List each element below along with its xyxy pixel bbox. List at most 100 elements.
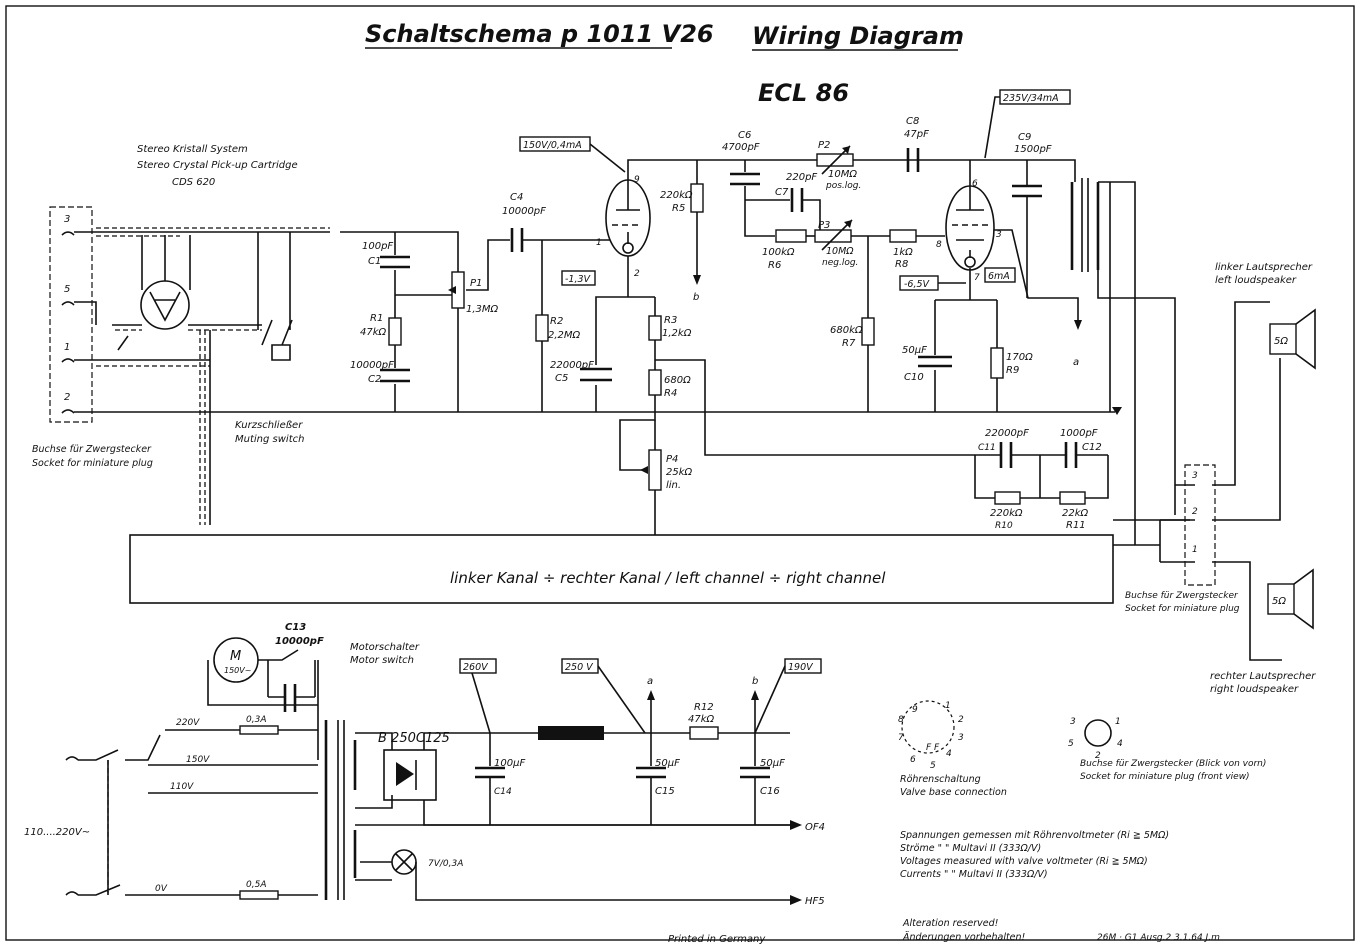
p1-value: 1,3MΩ — [466, 304, 499, 315]
diode-icon — [396, 762, 414, 786]
resistor-r8 — [889, 229, 917, 243]
wire-cathode — [595, 256, 655, 412]
r2-value: 2,2MΩ — [548, 330, 581, 341]
resistor-r11 — [1059, 491, 1086, 505]
wire-p1 — [340, 231, 459, 412]
socket-view-pin-1: 1 — [1115, 717, 1121, 727]
node-b-top: b — [693, 292, 699, 303]
cartridge-model: CDS 620 — [172, 177, 215, 188]
hf5-label: HF5 — [805, 896, 825, 907]
node-b-arrow-icon — [693, 275, 701, 285]
wire-input-5 — [74, 301, 97, 325]
right-speaker-icon — [1293, 568, 1314, 630]
c12-name: C12 — [1082, 442, 1102, 453]
cartridge-elements — [149, 291, 181, 322]
socket-view-pin-2: 2 — [1095, 751, 1101, 761]
fuse-2 — [239, 890, 279, 900]
c15-value: 50µF — [655, 758, 680, 769]
resistor-r2 — [535, 314, 549, 342]
triode-electrodes — [612, 180, 640, 244]
muting-label-en: Muting switch — [235, 434, 304, 445]
wire-transformer-taps — [148, 729, 318, 794]
wire-node-ab — [650, 698, 756, 733]
r2-name: R2 — [550, 316, 563, 327]
r3-name: R3 — [664, 315, 677, 326]
pointer-150v — [589, 143, 626, 173]
r6-name: R6 — [768, 260, 781, 271]
wire-motor — [207, 649, 319, 760]
resistor-r1 — [388, 317, 402, 346]
output-transformer-icon — [1070, 182, 1100, 270]
capacitor-c7 — [790, 188, 804, 212]
c4-value: 10000pF — [502, 206, 546, 217]
c8-value: 47pF — [904, 129, 929, 140]
r11-value: 22kΩ — [1062, 508, 1089, 519]
p1-name: P1 — [470, 278, 482, 289]
r11-name: R11 — [1066, 520, 1086, 531]
p3-arrow-icon — [844, 220, 852, 228]
pin-2: 2 — [634, 269, 640, 279]
r6-value: 100kΩ — [762, 247, 795, 258]
r9-name: R9 — [1006, 365, 1019, 376]
lamp-rating: 7V/0,3A — [428, 859, 463, 869]
output-socket-outline — [1184, 464, 1216, 586]
wire-transformer-secondary — [355, 732, 424, 881]
output-socket-label-de: Buchse für Zwergstecker — [1125, 591, 1239, 601]
voltage-250v: 250 V — [565, 662, 594, 673]
node-b-bottom: b — [752, 676, 758, 687]
motor-switch-label-en: Motor switch — [350, 655, 414, 666]
capacitor-c10 — [918, 355, 952, 368]
filter-choke — [538, 726, 604, 740]
current-box-6ma — [984, 267, 1016, 283]
potentiometer-p3 — [814, 229, 852, 243]
output-pin-2: 2 — [1192, 507, 1198, 517]
left-speaker-box — [1269, 323, 1297, 355]
pointer-235v — [984, 96, 1000, 159]
r10-name: R10 — [995, 521, 1013, 531]
left-speaker-ohm: 5Ω — [1274, 336, 1288, 347]
of4-arrow-icon — [790, 820, 802, 830]
socket-view-pin-3: 3 — [1070, 717, 1076, 727]
pointer-190v — [754, 665, 786, 734]
c2-name: C2 — [368, 374, 381, 385]
output-pin-3: 3 — [1192, 471, 1198, 481]
muting-label-de: Kurzschließer — [235, 420, 303, 431]
input-socket-outline — [49, 206, 93, 423]
c6-value: 4700pF — [722, 142, 760, 153]
c13-name: C13 — [285, 622, 306, 633]
tube-label: ECL 86 — [758, 79, 849, 107]
output-pin-1: 1 — [1192, 545, 1198, 555]
valve-pin-3: 3 — [958, 733, 964, 743]
cartridge-label-en: Stereo Crystal Pick-up Cartridge — [137, 160, 298, 171]
pentode-electrodes — [952, 186, 988, 258]
socket-view-pin-4: 4 — [1117, 739, 1123, 749]
socket-view-label-de: Buchse für Zwergstecker (Blick von vorn) — [1080, 759, 1266, 769]
pentode-cathode — [964, 256, 976, 268]
voltage-150v: 150V/0,4mA — [523, 140, 582, 151]
valve-pin-7: 7 — [898, 733, 904, 743]
c13-value: 10000pF — [275, 636, 324, 647]
wire-feedback-network — [974, 454, 1109, 499]
p4-wiper-icon — [640, 466, 648, 474]
valve-pin-1: 1 — [945, 701, 951, 711]
c14-value: 100µF — [494, 758, 525, 769]
power-transformer-core — [337, 720, 345, 900]
input-socket-label-de: Buchse für Zwergstecker — [32, 444, 152, 455]
motor-label: M — [230, 649, 241, 664]
wire-p3-r7 — [851, 235, 890, 412]
of4-label: OF4 — [805, 822, 825, 833]
resistor-r7 — [861, 317, 875, 346]
pointer-250v — [597, 665, 646, 734]
c12-value: 1000pF — [1060, 428, 1098, 439]
rectifier-label: B 250C125 — [378, 731, 450, 746]
resistor-r6 — [775, 229, 807, 243]
tap-0v: 0V — [155, 884, 168, 894]
p3-taper: neg.log. — [822, 258, 858, 268]
node-a-bottom: a — [647, 676, 653, 687]
p2-arrow-icon — [842, 146, 850, 154]
motor-voltage: 150V~ — [224, 666, 251, 675]
wire-output-transformer — [1000, 159, 1176, 545]
output-transformer-core — [1081, 178, 1089, 272]
valve-label-de: Röhrenschaltung — [900, 774, 981, 785]
